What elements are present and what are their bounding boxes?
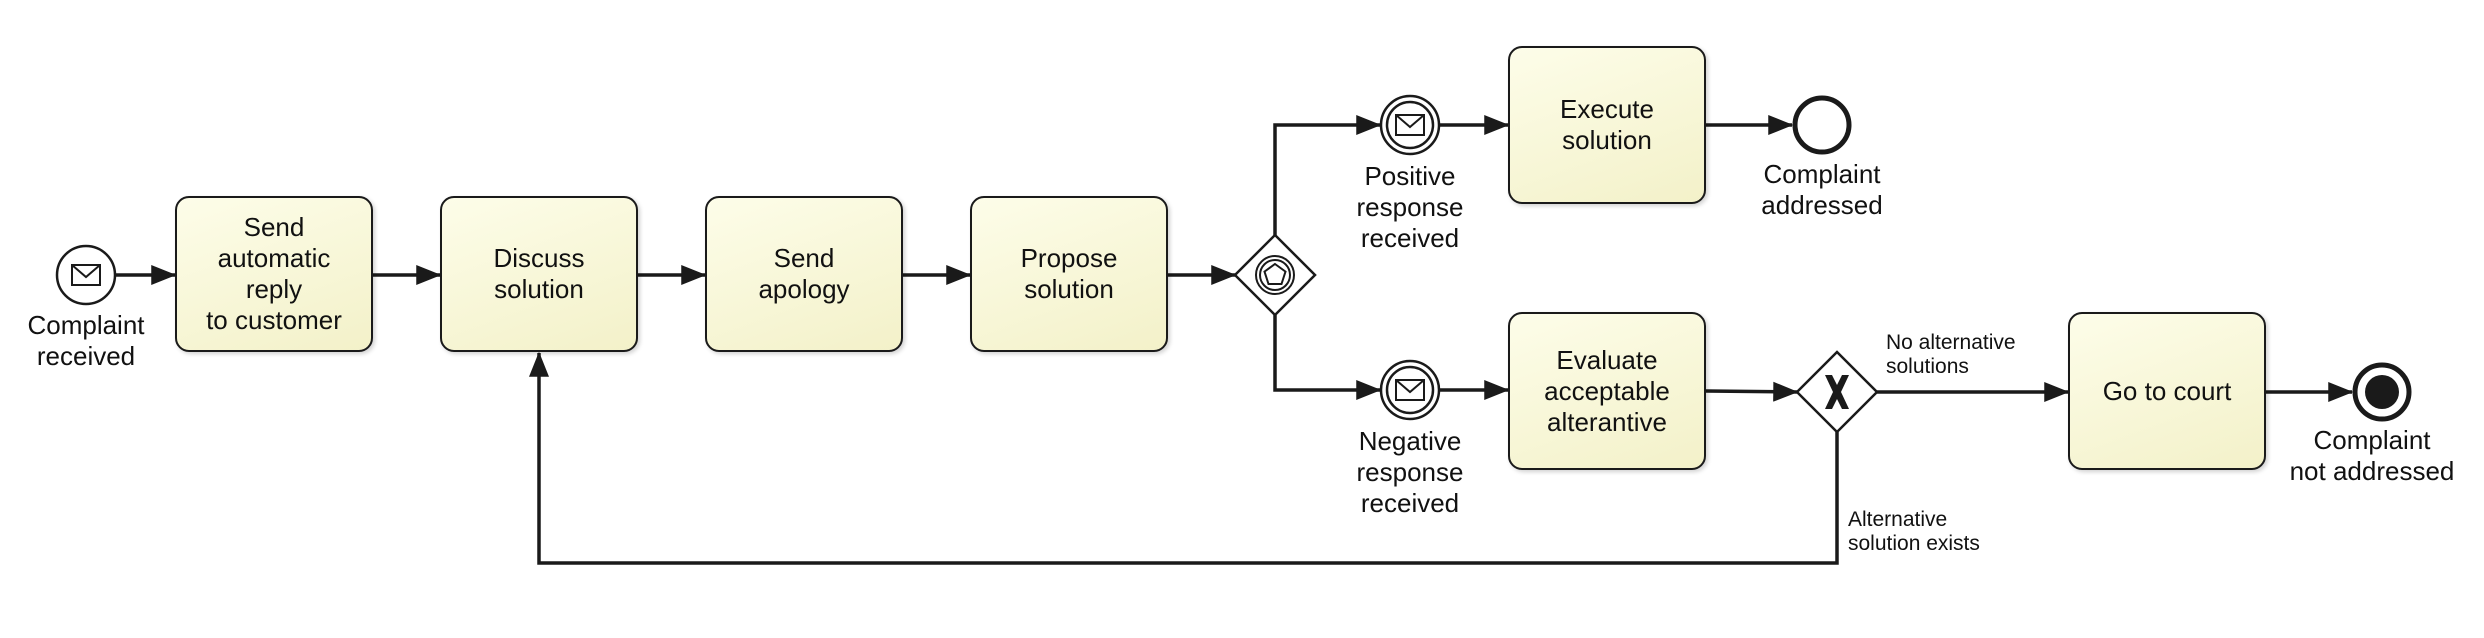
- task-execute-solution[interactable]: Execute solution: [1508, 46, 1706, 204]
- task-label: Evaluate acceptable alterantive: [1544, 344, 1670, 437]
- end-event-complaint-addressed: [1792, 95, 1852, 155]
- event-based-gateway: [1233, 233, 1317, 317]
- label-complaint-received: Complaint received: [27, 310, 145, 371]
- task-label: Execute solution: [1560, 94, 1654, 155]
- task-propose-solution[interactable]: Propose solution: [970, 196, 1168, 352]
- x-icon: [1825, 375, 1849, 409]
- flow-xor-loop-to-discuss: [529, 351, 1839, 565]
- label-complaint-addressed: Complaint addressed: [1761, 159, 1883, 220]
- task-evaluate-alternative[interactable]: Evaluate acceptable alterantive: [1508, 312, 1706, 470]
- end-event-complaint-not-addressed: [2352, 362, 2412, 422]
- flow-gateway-to-negative: [1273, 315, 1382, 400]
- task-label: Send apology: [758, 243, 850, 304]
- start-event-complaint-received: [55, 244, 117, 306]
- intermediate-event-positive: [1379, 94, 1441, 156]
- sequence-flows: [116, 115, 2354, 565]
- envelope-icon: [1395, 379, 1425, 401]
- task-send-automatic-reply[interactable]: Send automatic reply to customer: [175, 196, 373, 352]
- envelope-icon: [1395, 114, 1425, 136]
- flow-gateway-to-positive: [1273, 115, 1382, 235]
- flow-evaluate-to-xor: [1705, 381, 1799, 402]
- label-positive-response: Positive response received: [1356, 161, 1464, 253]
- intermediate-event-negative: [1379, 359, 1441, 421]
- label-alternative-exists: Alternative solution exists: [1848, 508, 1980, 555]
- task-go-to-court[interactable]: Go to court: [2068, 312, 2266, 470]
- pentagon-icon: [1263, 262, 1287, 285]
- label-no-alternative: No alternative solutions: [1886, 331, 2016, 378]
- label-complaint-not-addressed: Complaint not addressed: [2289, 425, 2455, 486]
- task-label: Propose solution: [1020, 243, 1118, 304]
- task-discuss-solution[interactable]: Discuss solution: [440, 196, 638, 352]
- task-label: Send automatic reply to customer: [206, 212, 342, 335]
- envelope-icon: [71, 264, 101, 286]
- exclusive-gateway: [1795, 350, 1879, 434]
- task-label: Go to court: [2102, 375, 2232, 406]
- task-label: Discuss solution: [493, 243, 585, 304]
- label-negative-response: Negative response received: [1356, 426, 1464, 518]
- task-send-apology[interactable]: Send apology: [705, 196, 903, 352]
